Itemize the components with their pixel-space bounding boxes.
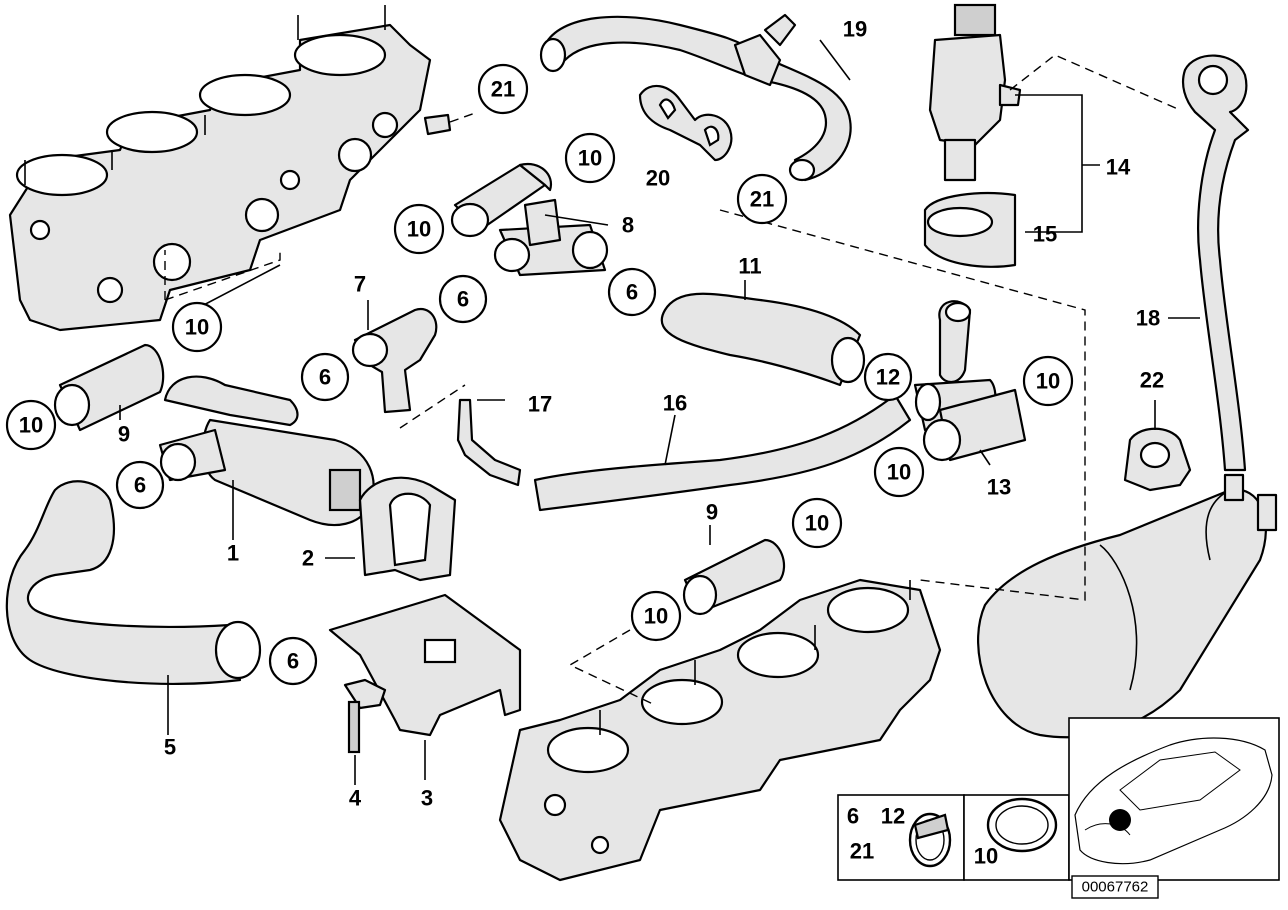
callout-10-right-b: 10 — [873, 446, 925, 498]
throttle-body-assembly-lower — [498, 578, 942, 882]
clamp-22 — [1123, 427, 1192, 492]
callout-6-mid: 6 — [300, 352, 350, 402]
hose-clamp-icon — [908, 812, 952, 868]
bolt-4 — [343, 678, 387, 754]
svg-text:10: 10 — [19, 413, 43, 438]
callout-6-upper: 6 — [438, 274, 488, 324]
callout-10-low-b: 10 — [630, 590, 682, 642]
callout-10-right-a: 10 — [1022, 355, 1074, 407]
callout-12: 12 — [863, 352, 913, 402]
clip-20 — [638, 84, 733, 162]
label-20: 20 — [646, 166, 670, 191]
callout-21-mid: 21 — [736, 173, 788, 225]
callout-10-low-a: 10 — [791, 497, 843, 549]
o-ring-icon — [986, 797, 1058, 853]
svg-text:10: 10 — [1036, 369, 1060, 394]
tee-piece-8 — [450, 162, 609, 277]
throttle-body-assembly-top — [8, 5, 452, 332]
label-15: 15 — [1033, 222, 1057, 247]
svg-text:6: 6 — [457, 287, 469, 312]
bracket-2 — [358, 476, 457, 582]
callout-10-top-left: 10 — [171, 301, 223, 353]
svg-text:00067762: 00067762 — [1082, 879, 1149, 896]
hose-16 — [533, 300, 972, 512]
label-2: 2 — [302, 546, 314, 571]
reference-number-box: 00067762 — [1071, 875, 1159, 899]
svg-text:12: 12 — [876, 365, 900, 390]
svg-text:10: 10 — [185, 315, 209, 340]
label-7: 7 — [354, 272, 366, 297]
hose-7 — [351, 307, 438, 414]
callout-6-low: 6 — [268, 636, 318, 686]
legend-box-oring: 10 — [963, 794, 1070, 881]
svg-text:10: 10 — [407, 217, 431, 242]
legend-box1-bottom-left: 21 — [850, 839, 874, 864]
label-3: 3 — [421, 786, 433, 811]
tee-piece-13 — [913, 378, 1027, 462]
sensor-14 — [928, 3, 1022, 182]
svg-text:10: 10 — [805, 511, 829, 536]
label-4: 4 — [349, 786, 362, 811]
label-13: 13 — [987, 475, 1011, 500]
callout-10-left: 10 — [5, 399, 57, 451]
label-17: 17 — [528, 392, 552, 417]
label-9-left: 9 — [118, 422, 130, 447]
label-9-low: 9 — [706, 500, 718, 525]
svg-text:6: 6 — [319, 365, 331, 390]
label-14: 14 — [1106, 155, 1131, 180]
hose-11 — [660, 292, 866, 387]
hose-5 — [5, 480, 262, 686]
canister — [977, 473, 1278, 739]
connector-17 — [456, 398, 522, 487]
hose-18 — [1181, 54, 1250, 472]
bracket-3 — [328, 593, 522, 737]
legend-box-clamp: 6 12 21 — [837, 794, 965, 881]
label-5: 5 — [164, 735, 176, 760]
svg-text:10: 10 — [644, 604, 668, 629]
callout-10-tee-b: 10 — [564, 132, 616, 184]
callout-21-top: 21 — [477, 63, 529, 115]
sleeve-9-left — [53, 343, 165, 432]
label-8: 8 — [622, 213, 634, 238]
svg-text:10: 10 — [887, 460, 911, 485]
callout-6-left: 6 — [115, 460, 165, 510]
label-22: 22 — [1140, 368, 1164, 393]
callout-10-tee-a: 10 — [393, 203, 445, 255]
svg-text:6: 6 — [134, 473, 146, 498]
svg-text:6: 6 — [626, 280, 638, 305]
label-19: 19 — [843, 17, 867, 42]
callout-6-tee: 6 — [607, 267, 657, 317]
legend-box1-top-right: 12 — [881, 804, 905, 829]
legend-box2-label: 10 — [974, 844, 998, 869]
legend-box-car — [1068, 717, 1280, 881]
svg-text:21: 21 — [750, 187, 774, 212]
svg-text:21: 21 — [491, 77, 515, 102]
label-1: 1 — [227, 541, 239, 566]
svg-text:6: 6 — [287, 649, 299, 674]
idle-valve-1 — [158, 375, 375, 527]
svg-text:10: 10 — [578, 146, 602, 171]
sleeve-9-lower — [682, 538, 786, 616]
label-16: 16 — [663, 391, 687, 416]
label-18: 18 — [1136, 306, 1160, 331]
car-location-icon — [1074, 737, 1273, 865]
ring-15 — [923, 192, 1017, 268]
legend-box1-top-left: 6 — [847, 804, 859, 829]
label-11: 11 — [738, 254, 761, 279]
hose-19 — [539, 13, 852, 182]
